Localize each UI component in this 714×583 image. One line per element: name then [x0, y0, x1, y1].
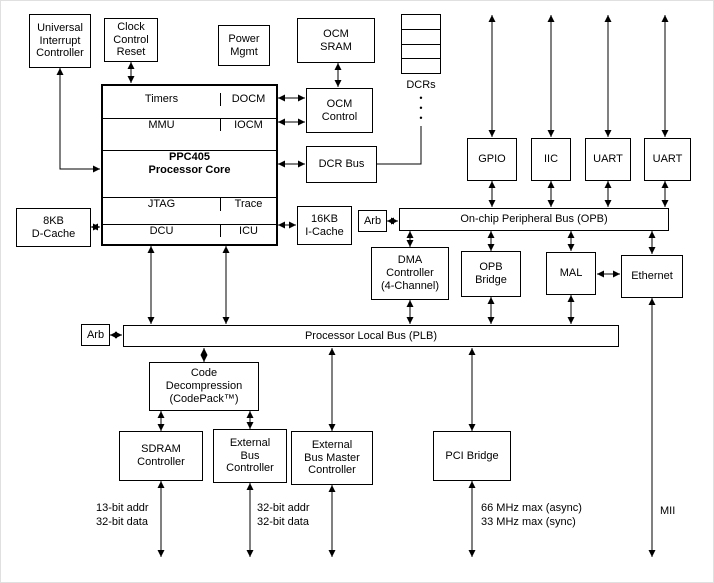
core-trace-cell: Trace	[220, 197, 276, 211]
dcrs-label: DCRs	[406, 79, 436, 91]
core-timers-cell: Timers	[144, 93, 179, 106]
opb-arbiter-box: Arb	[358, 210, 387, 232]
conn-dcrbus-dcrs	[377, 126, 422, 165]
power-mgmt-box: Power Mgmt	[218, 25, 270, 66]
ocm-sram-box: OCM SRAM	[297, 18, 375, 63]
core-iocm-cell: IOCM	[220, 117, 276, 132]
dma-controller-box: DMA Controller (4-Channel)	[371, 247, 449, 300]
clock-control-reset-box: Clock Control Reset	[104, 18, 158, 62]
code-decompression-box: Code Decompression (CodePack™)	[149, 362, 259, 411]
d-cache-box: 8KB D-Cache	[16, 208, 91, 247]
dcr-register-stack	[401, 14, 441, 74]
universal-interrupt-controller-box: Universal Interrupt Controller	[29, 14, 91, 68]
core-mmu-cell: MMU	[103, 117, 220, 132]
dcr-ellipsis: • • •	[419, 93, 423, 123]
core-docm-cell: DOCM	[220, 93, 276, 106]
core-name-label: PPC405 Processor Core	[103, 150, 276, 177]
ethernet-box: Ethernet	[621, 255, 683, 298]
uart1-box: UART	[585, 138, 631, 181]
external-bus-master-box: External Bus Master Controller	[291, 431, 373, 485]
iic-box: IIC	[531, 138, 571, 181]
ppc405-core-box: Timers DOCM MMU IOCM PPC405 Processor Co…	[101, 84, 278, 246]
uart2-box: UART	[644, 138, 691, 181]
mii-label: MII	[660, 505, 676, 517]
sdram-controller-box: SDRAM Controller	[119, 431, 203, 481]
conn-uic-core	[56, 68, 100, 173]
dcr-slot	[402, 45, 440, 60]
core-dcu-cell: DCU	[103, 223, 220, 238]
dcr-slot	[402, 15, 440, 30]
dcr-bus-box: DCR Bus	[306, 146, 377, 183]
ebc-pins-label: 32-bit addr 32-bit data	[257, 502, 310, 529]
opb-bus-bar: On-chip Peripheral Bus (OPB)	[399, 208, 669, 231]
plb-arbiter-box: Arb	[81, 324, 110, 346]
gpio-box: GPIO	[467, 138, 517, 181]
i-cache-box: 16KB I-Cache	[297, 206, 352, 245]
mal-box: MAL	[546, 252, 596, 295]
core-jtag-cell: JTAG	[103, 197, 220, 211]
core-icu-cell: ICU	[220, 223, 276, 238]
ocm-control-box: OCM Control	[306, 88, 373, 133]
pci-bridge-box: PCI Bridge	[433, 431, 511, 481]
external-bus-controller-box: External Bus Controller	[213, 429, 287, 483]
plb-bus-bar: Processor Local Bus (PLB)	[123, 325, 619, 347]
pci-pins-label: 66 MHz max (async) 33 MHz max (sync)	[481, 502, 582, 529]
dcr-slot	[402, 59, 440, 73]
dcr-slot	[402, 30, 440, 45]
sdram-pins-label: 13-bit addr 32-bit data	[96, 502, 149, 529]
opb-bridge-box: OPB Bridge	[461, 251, 521, 297]
